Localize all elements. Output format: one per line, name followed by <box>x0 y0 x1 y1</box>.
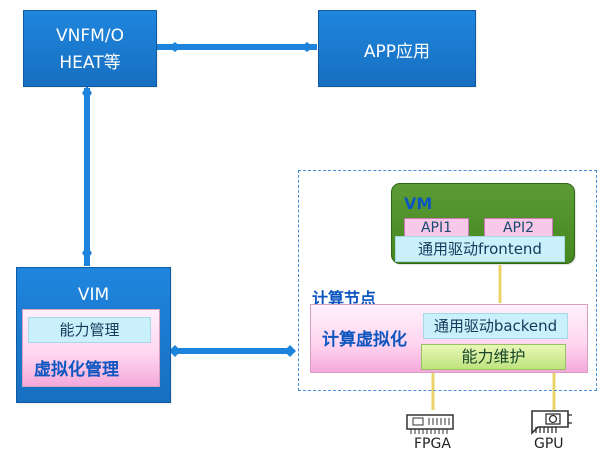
heat-label: HEAT等 <box>59 53 121 73</box>
vim-label: VIM <box>77 285 110 305</box>
gpu-label: GPU <box>534 436 564 452</box>
generic-driver-backend: 通用驱动backend <box>423 313 568 339</box>
app-label: APP应用 <box>363 42 431 62</box>
diamond-icon <box>301 42 313 52</box>
vm-label: VM <box>404 194 433 213</box>
diamond-icon <box>284 345 296 357</box>
fpga-label: FPGA <box>414 436 451 452</box>
compute-node-label: 计算节点 <box>312 289 377 308</box>
api2: API2 <box>484 218 553 238</box>
diamond-icon <box>82 246 92 260</box>
diamond-icon <box>169 345 181 357</box>
app-box: APP应用 <box>318 10 476 87</box>
virtualization-management-label: 虚拟化管理 <box>34 360 119 380</box>
vnfm-label: VNFM/O <box>56 26 124 46</box>
diamond-icon <box>169 42 181 52</box>
vnfm-heat-box: VNFM/O HEAT等 <box>23 10 157 87</box>
capability-management: 能力管理 <box>28 317 151 343</box>
compute-virtualization-label: 计算虚拟化 <box>322 330 407 350</box>
gpu-icon <box>531 410 572 435</box>
generic-driver-frontend: 通用驱动frontend <box>395 236 565 262</box>
diamond-icon <box>82 86 92 100</box>
fpga-icon <box>406 414 454 434</box>
api1: API1 <box>404 218 469 238</box>
capability-maintenance: 能力维护 <box>421 344 566 370</box>
compute-node-container <box>298 170 597 391</box>
